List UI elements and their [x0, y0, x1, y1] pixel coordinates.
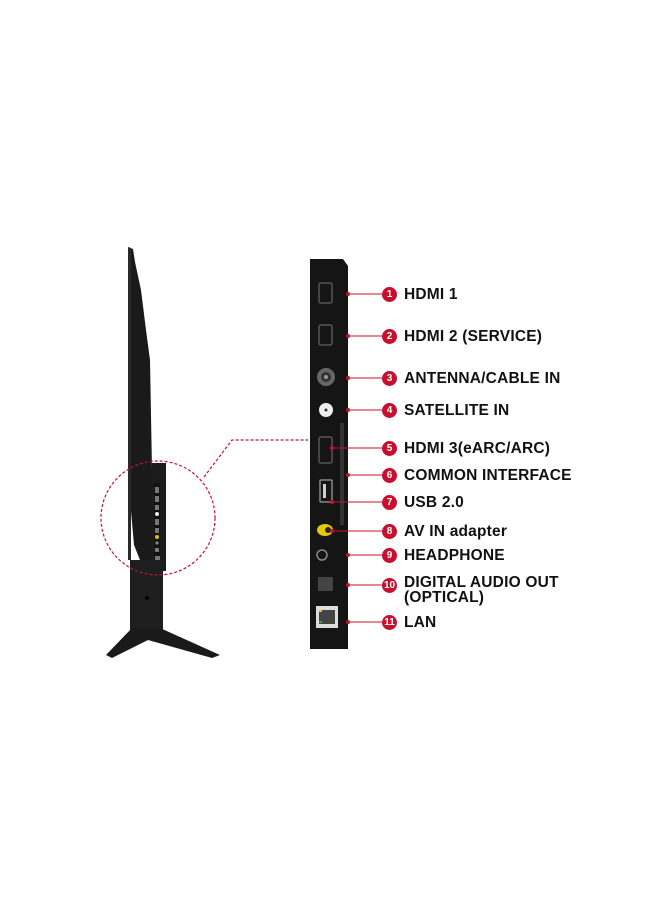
port-label-hdmi2: 2 HDMI 2 (SERVICE)	[382, 326, 542, 346]
number-badge: 1	[382, 286, 397, 302]
port-label-usb: 7 USB 2.0	[382, 492, 464, 512]
number-badge: 8	[382, 523, 397, 539]
number-badge: 2	[382, 328, 397, 344]
port-name: DIGITAL AUDIO OUT	[404, 574, 559, 591]
port-label-headphone: 9 HEADPHONE	[382, 545, 505, 565]
port-name: COMMON INTERFACE	[404, 466, 572, 484]
port-name: HDMI 1	[404, 285, 458, 303]
port-label-hdmi1: 1 HDMI 1	[382, 284, 458, 304]
port-name-line2: (OPTICAL)	[404, 589, 485, 606]
port-name: HDMI 2 (SERVICE)	[404, 327, 543, 345]
number-badge: 6	[382, 467, 397, 483]
port-name: ANTENNA/CABLE IN	[404, 369, 561, 387]
number-badge: 5	[382, 440, 397, 456]
port-label-antenna: 3 ANTENNA/CABLE IN	[382, 368, 560, 388]
number-badge: 11	[382, 614, 397, 630]
port-name: HEADPHONE	[404, 546, 505, 564]
port-label-optical: 10 DIGITAL AUDIO OUT (OPTICAL)	[382, 575, 559, 609]
port-name: USB 2.0	[404, 493, 464, 511]
port-label-common-interface: 6 COMMON INTERFACE	[382, 465, 572, 485]
port-label-av-in: 8 AV IN adapter	[382, 521, 507, 541]
port-name: HDMI 3(eARC/ARC)	[404, 439, 551, 457]
port-name: SATELLITE IN	[404, 401, 510, 419]
number-badge: 9	[382, 547, 397, 563]
number-badge: 7	[382, 494, 397, 510]
number-badge: 10	[382, 578, 397, 593]
port-label-hdmi3: 5 HDMI 3(eARC/ARC)	[382, 438, 550, 458]
port-name: LAN	[404, 613, 437, 631]
port-name: AV IN adapter	[404, 522, 508, 540]
port-label-lan: 11 LAN	[382, 612, 436, 632]
port-label-satellite: 4 SATELLITE IN	[382, 400, 509, 420]
number-badge: 3	[382, 370, 397, 386]
number-badge: 4	[382, 402, 397, 418]
